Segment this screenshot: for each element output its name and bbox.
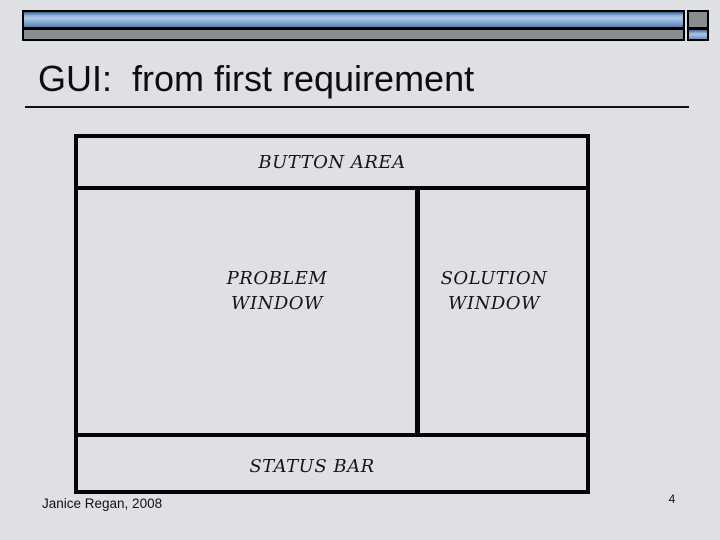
header-bar-blue [22,10,685,29]
footer-author-credit: Janice Regan, 2008 [42,496,163,511]
gui-diagram-outer-frame [74,134,590,494]
button-area-divider-line [74,186,590,190]
header-bar-gray [22,28,685,41]
problem-window-label: PROBLEM WINDOW [226,268,328,314]
status-bar-label: STATUS BAR [249,456,375,477]
header-corner-blue-block [687,28,709,41]
slide-page-number: 4 [668,492,676,506]
button-area-label: BUTTON AREA [258,152,406,173]
solution-window-label: SOLUTION WINDOW [440,268,548,314]
header-corner-gray-block [687,10,709,29]
slide-title: GUI: from first requirement [38,58,475,99]
title-underline [25,106,689,108]
status-bar-divider-line [74,433,590,437]
problem-solution-divider-line [415,186,420,437]
